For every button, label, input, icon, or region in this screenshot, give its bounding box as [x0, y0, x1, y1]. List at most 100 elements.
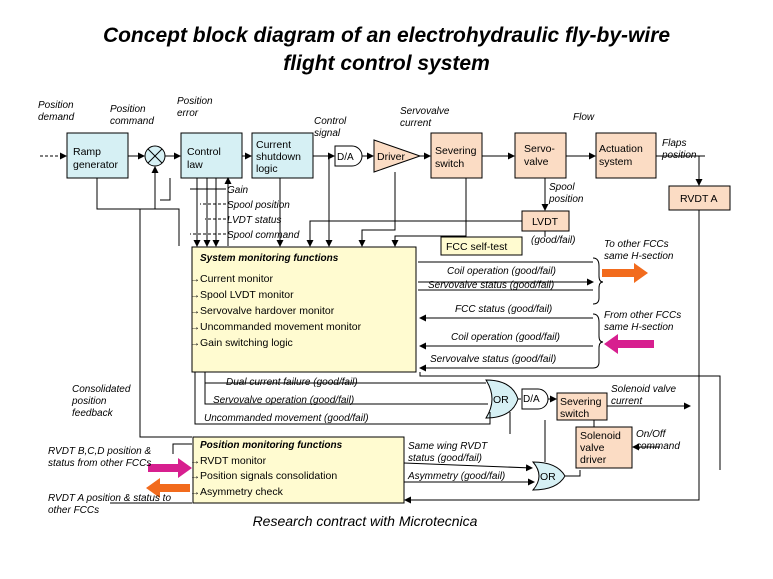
label-rvdt-bcd: status from other FCCs: [48, 458, 151, 469]
svg-text:→: →: [190, 306, 200, 317]
rvdt-a-out-arrow: [146, 478, 190, 498]
actuation-line-1: Actuation: [599, 143, 643, 155]
current-shutdown-line-3: logic: [256, 163, 278, 175]
svg-text:→: →: [190, 456, 200, 467]
solenoid-line-1: Solenoid: [580, 430, 621, 442]
label-coil-operation-out: Coil operation (good/fail): [447, 266, 556, 277]
current-shutdown-line-2: shutdown: [256, 151, 301, 163]
svg-text:→: →: [190, 322, 200, 333]
position-monitoring-item: Position signals consolidation: [200, 470, 337, 482]
svg-text:→: →: [190, 338, 200, 349]
to-other-fccs-arrow: [602, 263, 648, 283]
label-consolidated: Consolidated: [72, 384, 131, 395]
from-other-fccs-arrow: [604, 334, 654, 354]
driver-label: Driver: [377, 151, 406, 163]
footer-caption: Research contract with Microtecnica: [252, 513, 478, 529]
title-line-2: flight control system: [283, 52, 490, 75]
label-lvdt-goodfail: (good/fail): [531, 235, 575, 246]
label-to-other-fccs: same H-section: [604, 251, 674, 262]
position-monitoring-header: Position monitoring functions: [200, 440, 343, 451]
label-position-command: command: [110, 116, 154, 127]
label-servovalve-status-out: Servovalve status (good/fail): [428, 280, 554, 291]
label-spool-position: Spool position: [227, 200, 290, 211]
label-consolidated: feedback: [72, 408, 114, 419]
label-control-signal: Control: [314, 116, 347, 127]
da-converter-1: D/A: [334, 145, 363, 167]
svg-text:→: →: [190, 274, 200, 285]
or-gate-2: OR: [531, 461, 566, 491]
label-to-other-fccs: To other FCCs: [604, 239, 669, 250]
label-dual-current: Dual current failure (good/fail): [226, 377, 358, 388]
list-bullets: → → → → → → → →: [190, 274, 200, 498]
monitoring-wires: [110, 156, 721, 504]
servovalve-block: Servo- valve: [514, 132, 567, 179]
fcc-self-test-label: FCC self-test: [446, 241, 507, 253]
label-rvdt-a-pos: RVDT A position & status to: [48, 493, 171, 504]
rvdt-bcd-in-arrow: [148, 458, 192, 478]
label-position-error: error: [177, 108, 199, 119]
label-servovalve-current: current: [400, 118, 432, 129]
position-monitoring-item: Asymmetry check: [200, 486, 284, 498]
label-control-signal: signal: [314, 128, 341, 139]
label-spool-position-out: Spool: [549, 182, 575, 193]
position-monitoring-item: RVDT monitor: [200, 455, 267, 467]
ramp-generator-block: Ramp generator: [66, 132, 129, 179]
driver-amplifier: Driver: [373, 139, 422, 173]
label-position-demand: Position: [38, 100, 74, 111]
label-onoff-command: On/Off: [636, 429, 667, 440]
label-from-other-fccs: From other FCCs: [604, 310, 681, 321]
severing-switch-1-block: Severing switch: [430, 132, 483, 179]
label-onoff-command: command: [636, 441, 680, 452]
label-servovalve-operation: Servovalve operation (good/fail): [213, 395, 354, 406]
forward-path-wires: [40, 152, 705, 475]
system-monitoring-item: Spool LVDT monitor: [200, 289, 294, 301]
label-position-error: Position: [177, 96, 213, 107]
actuation-line-2: system: [599, 156, 633, 168]
svg-text:→: →: [190, 290, 200, 301]
label-flaps-position: position: [661, 150, 697, 161]
system-monitoring-header: System monitoring functions: [200, 253, 339, 264]
position-monitoring-block: Position monitoring functions RVDT monit…: [192, 436, 405, 504]
system-monitoring-item: Current monitor: [200, 273, 273, 285]
solenoid-line-2: valve: [580, 442, 605, 454]
label-rvdt-bcd: RVDT B,C,D position &: [48, 446, 152, 457]
system-monitoring-item: Gain switching logic: [200, 337, 293, 349]
label-fcc-status: FCC status (good/fail): [455, 304, 552, 315]
da-converter-2: D/A: [521, 388, 549, 410]
ramp-line-1: Ramp: [73, 146, 101, 158]
rvdt-a-block: RVDT A: [668, 185, 731, 211]
solenoid-driver-block: Solenoid valve driver: [575, 426, 633, 469]
severing1-line-2: switch: [435, 158, 464, 170]
label-consolidated: position: [71, 396, 107, 407]
da1-label: D/A: [337, 152, 354, 163]
label-flow: Flow: [573, 112, 595, 123]
actuation-system-block: Actuation system: [595, 132, 657, 179]
solenoid-line-3: driver: [580, 454, 607, 466]
system-monitoring-item: Uncommanded movement monitor: [200, 321, 362, 333]
fcc-self-test-block: FCC self-test: [440, 236, 523, 256]
label-spool-command: Spool command: [227, 230, 300, 241]
ramp-line-2: generator: [73, 159, 118, 171]
label-servovalve-current: Servovalve: [400, 106, 450, 117]
label-rvdt-a-pos: other FCCs: [48, 505, 99, 516]
label-gain: Gain: [227, 185, 249, 196]
svg-text:→: →: [190, 471, 200, 482]
current-shutdown-block: Current shutdown logic: [251, 132, 314, 179]
or-gate-1: OR: [485, 379, 519, 419]
diagram-title: Concept block diagram of an electrohydra…: [0, 22, 773, 78]
label-flaps-position: Flaps: [662, 138, 686, 149]
severing-switch-2-block: Severing switch: [556, 392, 608, 421]
severing1-line-1: Severing: [435, 145, 477, 157]
label-uncommanded: Uncommanded movement (good/fail): [204, 413, 369, 424]
system-monitoring-block: System monitoring functions Current moni…: [191, 246, 417, 373]
label-position-command: Position: [110, 104, 146, 115]
system-monitoring-item: Servovalve hardover monitor: [200, 305, 335, 317]
label-coil-operation-in: Coil operation (good/fail): [451, 332, 560, 343]
label-solenoid-current: Solenoid valve: [611, 384, 676, 395]
control-law-line-2: law: [187, 159, 203, 171]
lvdt-block: LVDT: [521, 210, 570, 232]
servovalve-line-2: valve: [524, 156, 549, 168]
label-asymmetry: Asymmetry (good/fail): [407, 471, 505, 482]
label-position-demand: demand: [38, 112, 75, 123]
